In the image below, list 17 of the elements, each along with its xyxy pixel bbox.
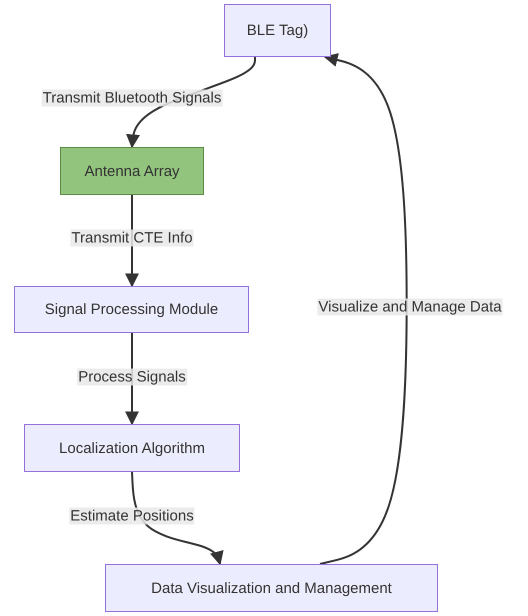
node-text: Data Visualization and Management: [151, 580, 392, 596]
node-text: Localization Algorithm: [59, 440, 205, 456]
edge-label: Visualize and Manage Data: [317, 298, 503, 316]
edge-label: Transmit CTE Info: [70, 230, 194, 246]
process-box: [105, 564, 438, 612]
edge-label: Estimate Positions: [69, 508, 195, 524]
node-text: BLE Tag): [246, 22, 308, 39]
node-text: Antenna Array: [84, 162, 180, 180]
arrow: [320, 53, 408, 565]
process-box: [24, 424, 240, 472]
process-box: [14, 286, 249, 333]
arrow: [131, 472, 224, 566]
process-box: [60, 147, 204, 195]
edge-label: Process Signals: [77, 368, 187, 386]
node-text: Signal Processing Module: [44, 301, 218, 318]
process-box: [224, 4, 331, 57]
edge-label: Transmit Bluetooth Signals: [42, 90, 222, 106]
